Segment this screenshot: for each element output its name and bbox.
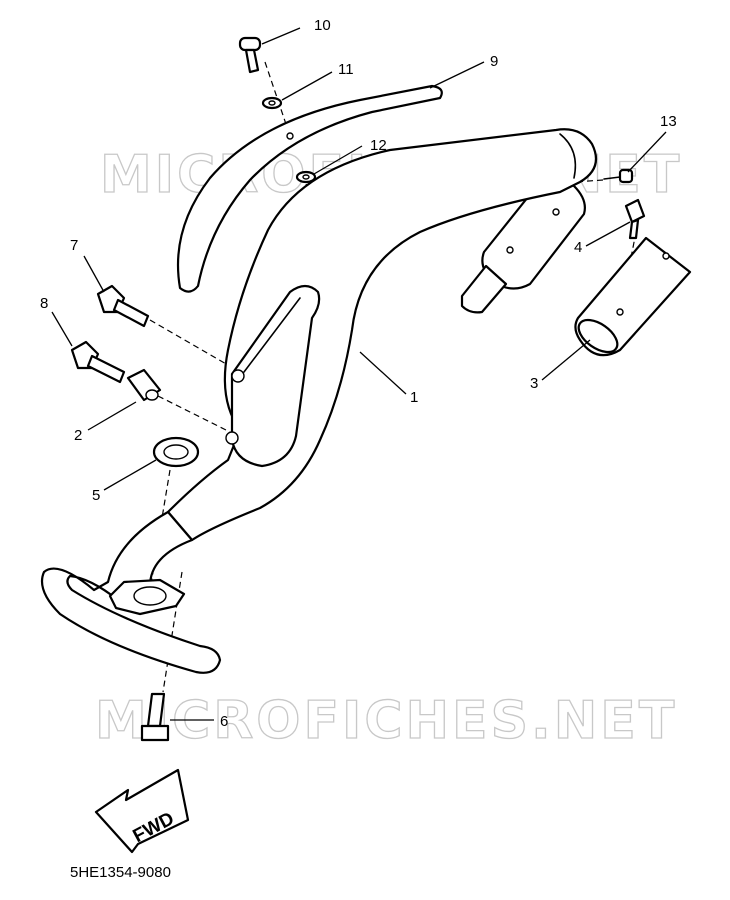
leader-5	[103, 459, 157, 491]
silencer-hole	[552, 208, 560, 216]
callout-12: 12	[370, 137, 387, 154]
heat-guard-hole	[286, 132, 294, 140]
leader-4	[585, 221, 631, 247]
leader-2	[87, 401, 137, 431]
screw-13-shank	[603, 176, 621, 180]
bolt-8-shank	[86, 354, 126, 384]
chamber-end-curve	[559, 133, 577, 179]
bolt-8-axis-line	[157, 395, 231, 433]
bolt-10-shank	[244, 48, 260, 74]
bracket-bolt-hole	[231, 369, 245, 383]
callout-1: 1	[410, 389, 418, 406]
bolt-4-head	[624, 198, 646, 224]
heat-protector	[176, 84, 443, 293]
bolt-10-head	[238, 36, 262, 52]
diagram-code: 5HE1354-9080	[70, 864, 171, 881]
gasket-5-hole	[163, 444, 189, 460]
leader-7	[83, 255, 105, 293]
callout-11: 11	[338, 61, 354, 78]
leader-lines	[51, 27, 667, 721]
fwd-arrow-shape	[94, 768, 190, 854]
bolt-10	[238, 36, 262, 74]
leader-8	[51, 311, 73, 347]
screw-13-head	[618, 168, 634, 184]
bracket-bolt-hole	[225, 431, 239, 445]
callout-9: 9	[490, 53, 498, 70]
washer-12-hole	[302, 174, 310, 180]
protector-sleeve-hole	[616, 308, 624, 316]
callout-4: 4	[574, 239, 582, 256]
protector-sleeve-end	[577, 318, 619, 354]
pipe-mounting-bracket	[230, 284, 321, 468]
silencer-tail	[460, 264, 508, 314]
bolt-4	[624, 198, 646, 240]
protector-sleeve-hole	[662, 252, 670, 260]
leader-13	[627, 131, 667, 173]
exhaust-pipe	[40, 128, 598, 674]
callout-numbers: 10 11 9 12 13 4 3 1 7 8 2 5 6	[40, 17, 677, 730]
bracket-edge	[243, 297, 301, 373]
bolt-6	[140, 692, 170, 742]
collar-2-bore	[145, 389, 159, 401]
silencer-protector	[574, 236, 692, 357]
callout-6: 6	[220, 713, 228, 730]
silencer-hole	[506, 246, 514, 254]
collar-2	[126, 368, 162, 402]
leader-3	[541, 339, 591, 381]
bolt-7-axis-line	[149, 319, 241, 373]
washer-11-hole	[268, 100, 276, 106]
leader-10	[261, 27, 301, 45]
bolt-6-head	[140, 724, 170, 742]
bolt-4-shank	[628, 218, 640, 240]
gasket-5	[152, 436, 200, 468]
bolt-7	[96, 284, 150, 328]
screw-13	[603, 168, 634, 184]
exhaust-port-opening	[133, 586, 167, 606]
bolt-8	[70, 340, 126, 384]
leader-11	[281, 71, 333, 101]
forward-direction-arrow: FWD	[94, 768, 190, 854]
watermark-bottom: MICROFICHES.NET	[95, 691, 677, 751]
callout-3: 3	[530, 375, 538, 392]
callout-10: 10	[314, 17, 331, 34]
callout-7: 7	[70, 237, 78, 254]
leader-1	[359, 351, 407, 395]
callout-5: 5	[92, 487, 100, 504]
leader-12	[313, 145, 363, 175]
leader-9	[429, 61, 485, 89]
callout-13: 13	[660, 113, 677, 130]
bolt-7-shank	[112, 298, 150, 328]
callout-2: 2	[74, 427, 82, 444]
heat-guard-plate	[176, 84, 443, 293]
callout-8: 8	[40, 295, 48, 312]
bolt-6-shank	[146, 692, 166, 728]
